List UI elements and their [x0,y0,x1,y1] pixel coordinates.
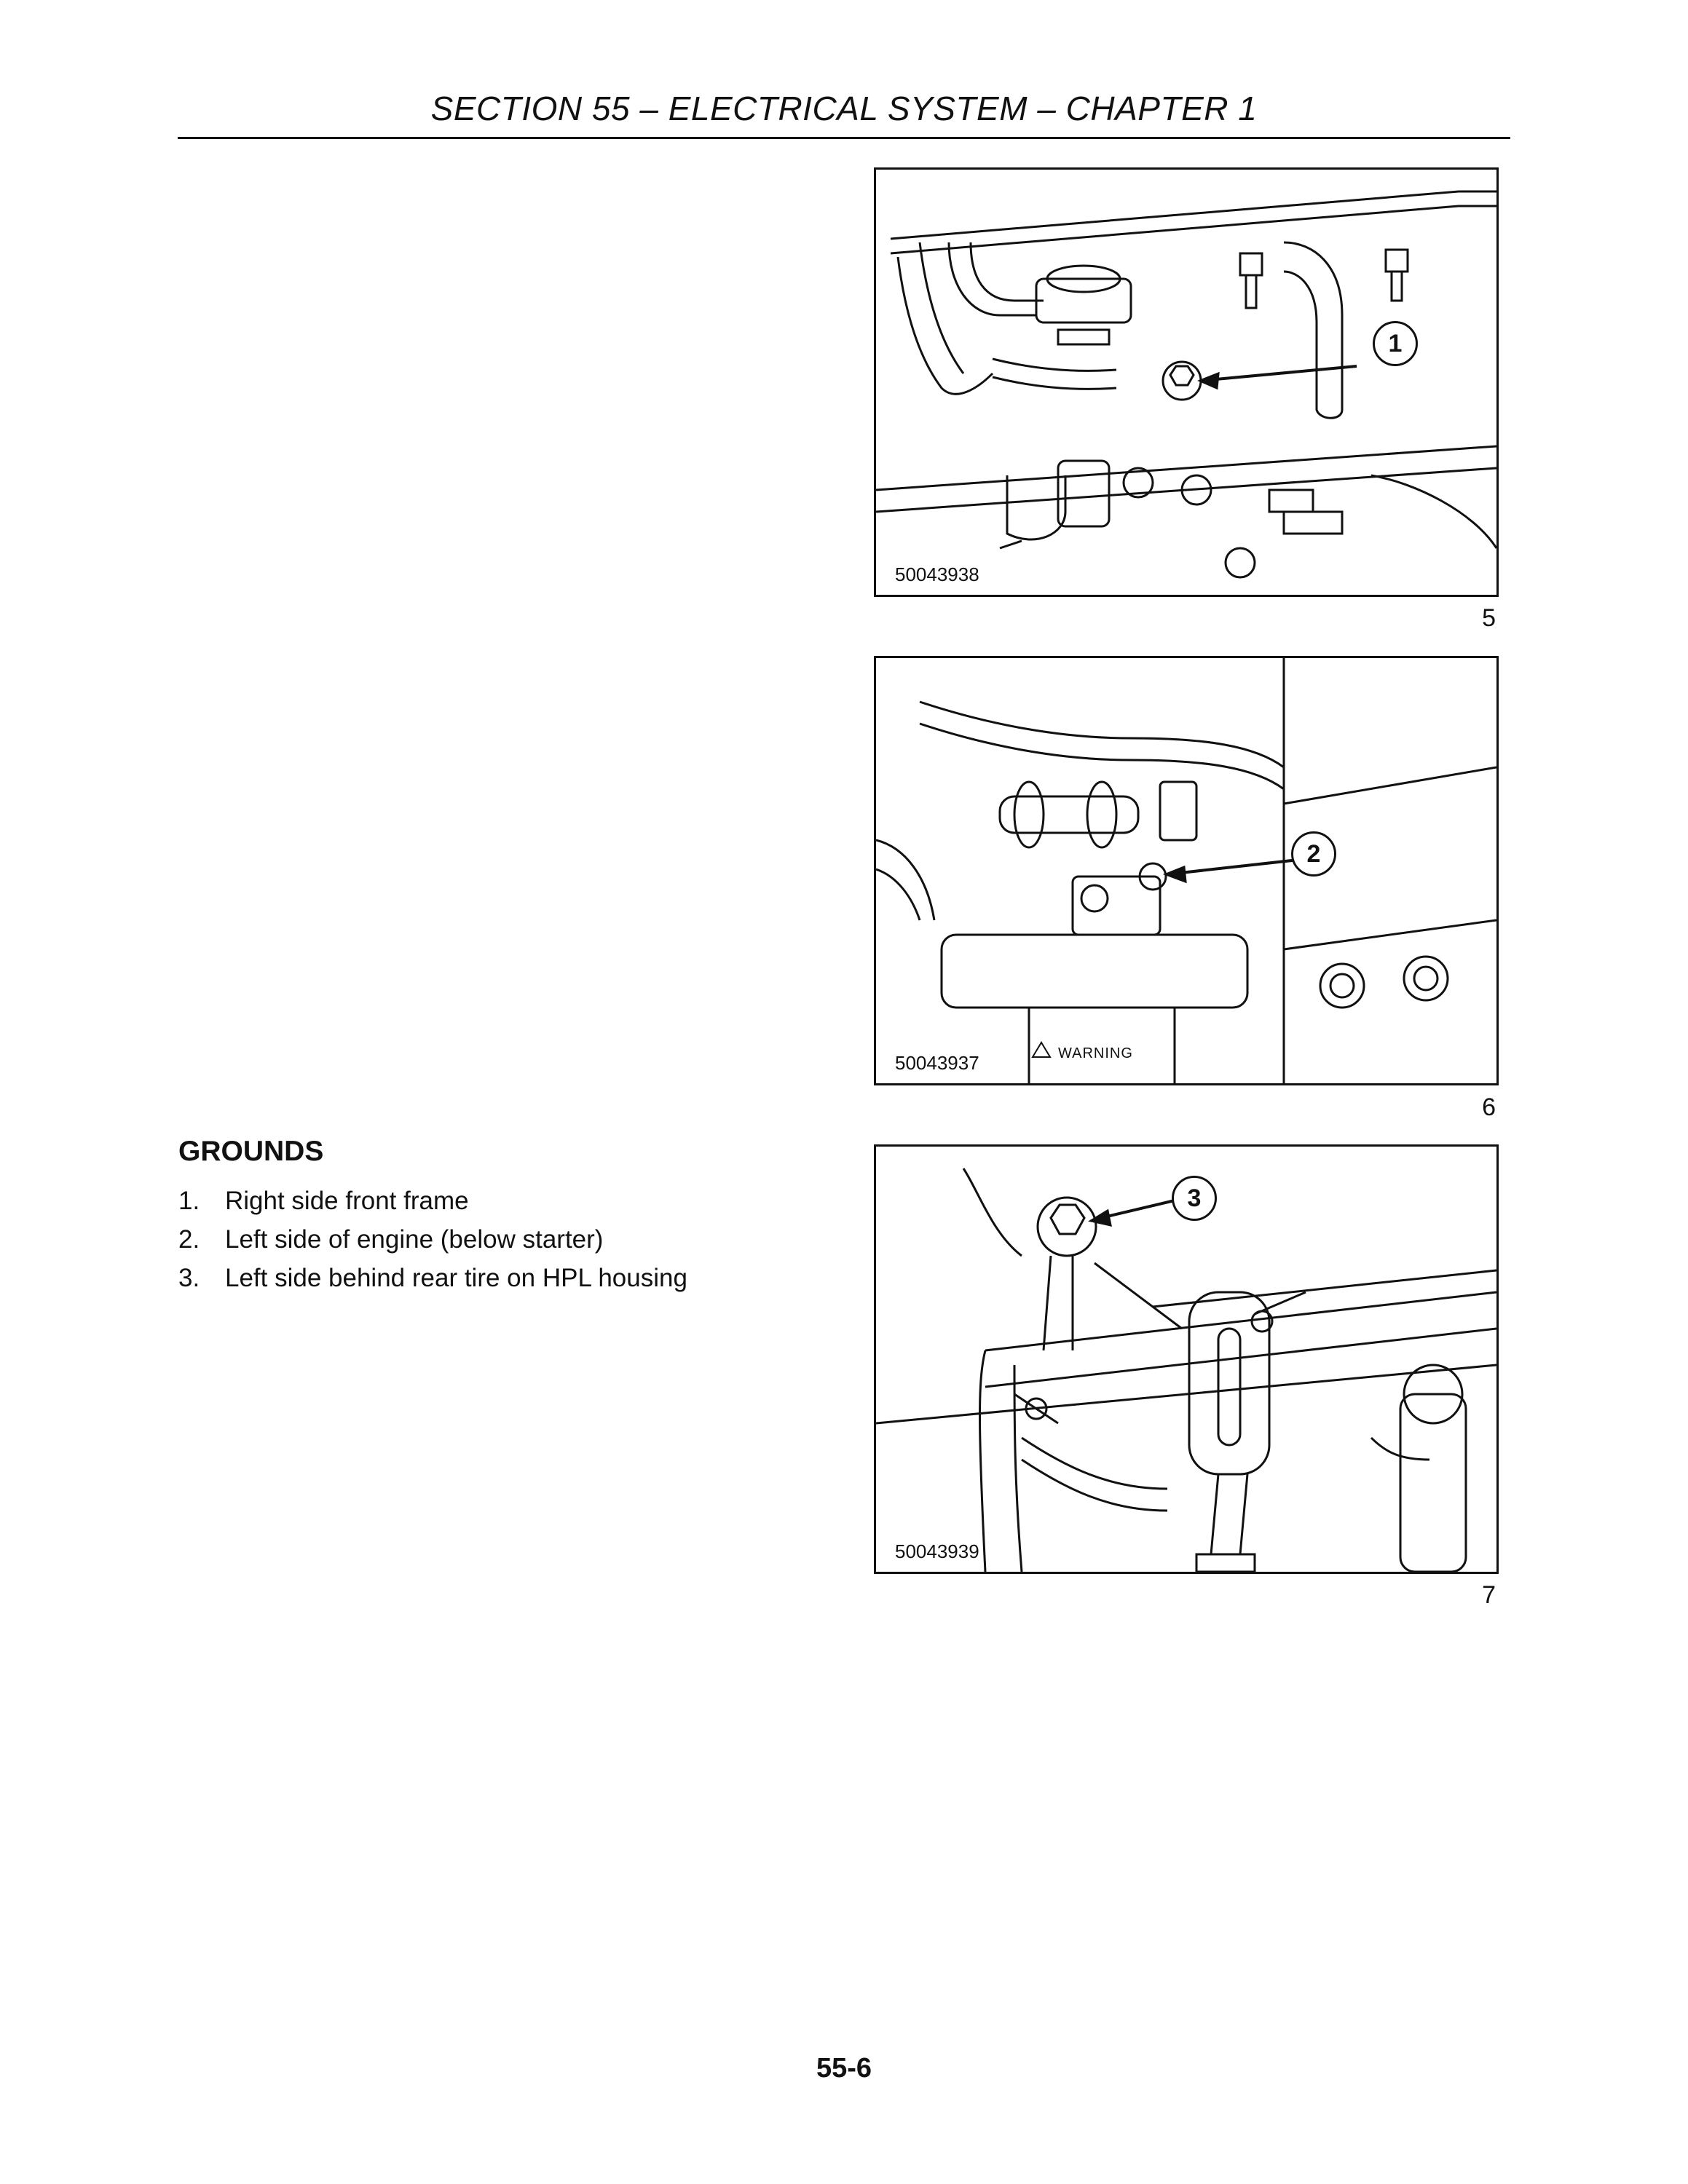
warning-label: WARNING [1058,1045,1133,1061]
callout-2: 2 [1291,831,1336,877]
list-item-text: Right side front frame [225,1187,469,1215]
page-number: 55-6 [816,2053,872,2084]
list-item-number: 3. [178,1264,200,1292]
figure-6-illustration: 2 WARNING 50043937 [874,656,1499,1085]
header-divider [178,137,1510,139]
figure-id: 50043937 [892,1052,982,1075]
list-item: 3. Left side behind rear tire on HPL hou… [178,1264,687,1302]
figure-id: 50043938 [892,563,982,586]
grounds-heading: GROUNDS [178,1136,324,1167]
figure-7-drawing [876,1168,1496,1572]
list-item-text: Left side of engine (below starter) [225,1225,604,1254]
list-item: 1. Right side front frame [178,1187,687,1225]
figure-7-illustration: 3 50043939 [874,1144,1499,1574]
callout-3: 3 [1172,1176,1217,1221]
figure-5-illustration: 1 50043938 [874,167,1499,597]
figure-6-drawing [876,658,1496,1083]
grounds-list: 1. Right side front frame 2. Left side o… [178,1187,687,1302]
callout-1: 1 [1373,321,1418,366]
list-item-number: 2. [178,1225,200,1254]
figure-id: 50043939 [892,1540,982,1563]
list-item-text: Left side behind rear tire on HPL housin… [225,1264,687,1292]
figure-number: 6 [1482,1093,1496,1121]
list-item: 2. Left side of engine (below starter) [178,1225,687,1264]
page-header-title: SECTION 55 – ELECTRICAL SYSTEM – CHAPTER… [430,90,1258,127]
list-item-number: 1. [178,1187,200,1215]
figure-number: 7 [1482,1581,1496,1609]
figure-number: 5 [1482,604,1496,632]
figure-5-drawing [876,190,1496,579]
